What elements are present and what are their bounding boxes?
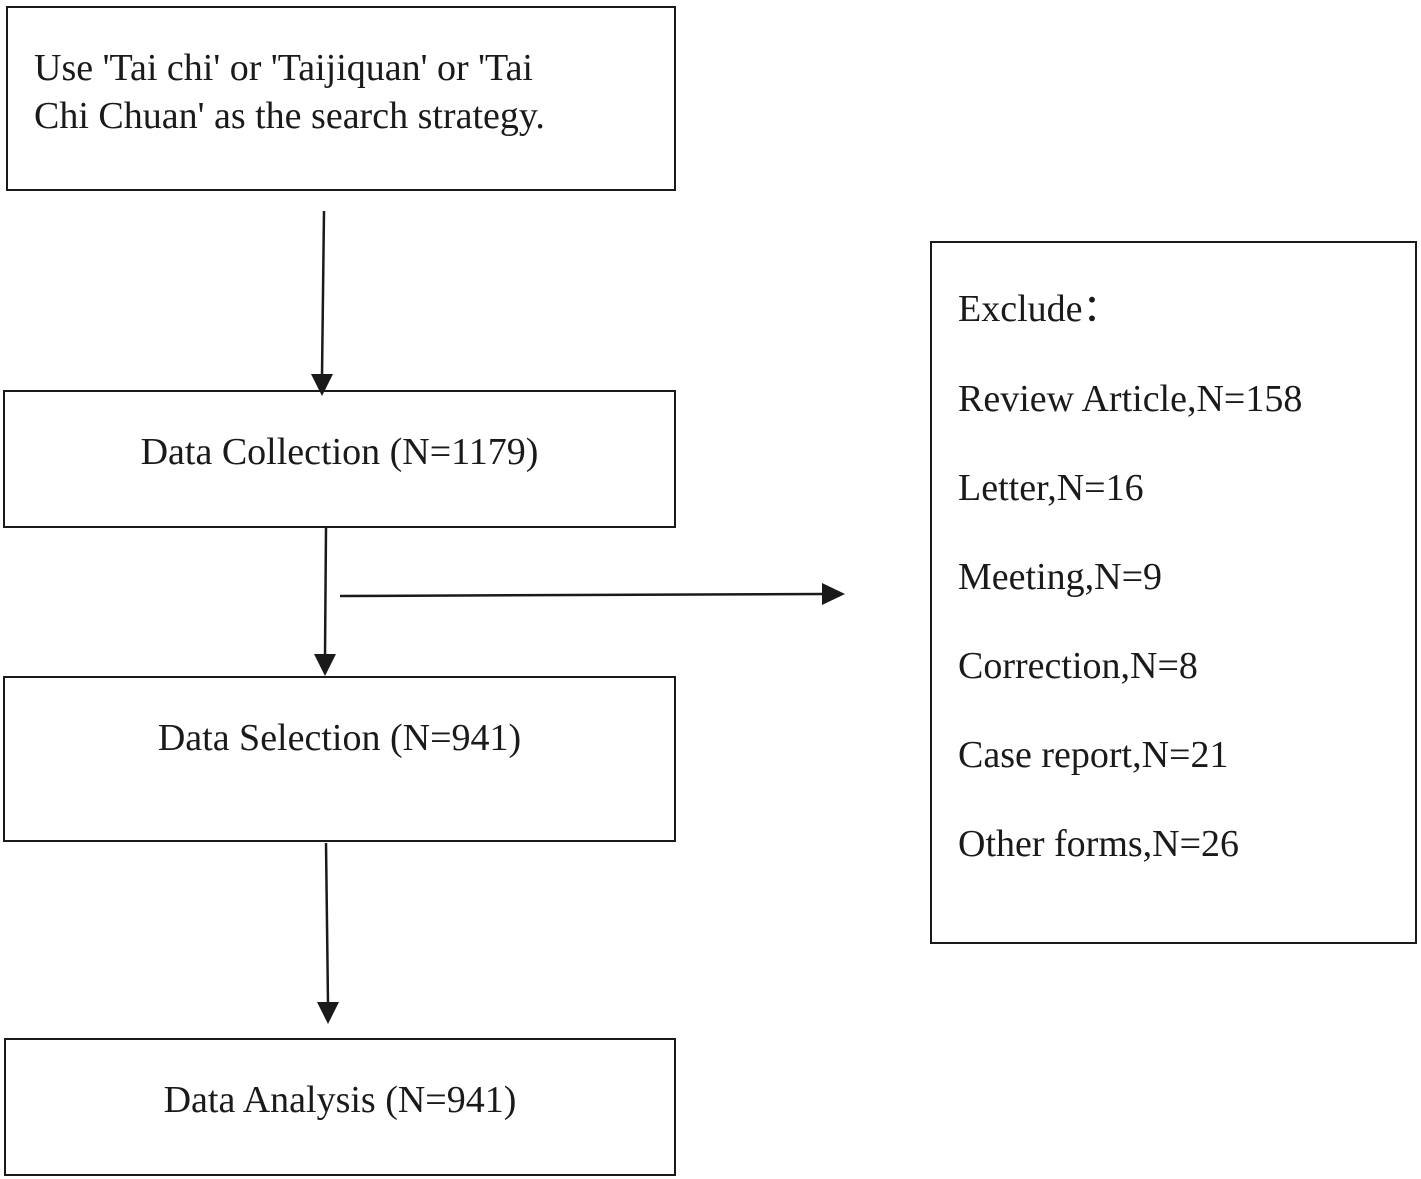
- arrowhead-collection: [311, 374, 333, 396]
- arrow-collection-to-selection: [323, 527, 328, 657]
- data-selection-label: Data Selection (N=941): [157, 717, 522, 759]
- arrowhead-exclusion: [822, 583, 845, 605]
- search-strategy-text: Use 'Tai chi' or 'Taijiquan' or 'Tai Chi…: [34, 44, 654, 140]
- data-collection-label: Data Collection (N=1179): [140, 431, 539, 473]
- search-strategy-line-2: Chi Chuan' as the search strategy.: [34, 95, 545, 137]
- data-collection-box: Data Collection (N=1179): [3, 390, 676, 528]
- arrowhead-selection: [314, 654, 336, 676]
- data-selection-box: Data Selection (N=941): [3, 676, 676, 842]
- data-analysis-box: Data Analysis (N=941): [4, 1038, 676, 1176]
- arrow-selection-to-analysis: [324, 842, 330, 1005]
- search-strategy-line-1: Use 'Tai chi' or 'Taijiquan' or 'Tai: [34, 47, 533, 89]
- data-analysis-label: Data Analysis (N=941): [163, 1079, 517, 1121]
- exclusion-item-letter: Letter,N=16: [958, 467, 1144, 509]
- exclusion-item-review-article: Review Article,N=158: [958, 378, 1303, 420]
- search-strategy-box: Use 'Tai chi' or 'Taijiquan' or 'Tai Chi…: [6, 6, 676, 191]
- arrow-to-exclusion: [339, 592, 825, 598]
- exclusion-item-other-forms: Other forms,N=26: [958, 823, 1240, 865]
- exclusion-item-correction: Correction,N=8: [958, 645, 1198, 687]
- arrow-search-to-collection: [320, 210, 326, 377]
- exclusion-box: Exclude： Review Article,N=158 Letter,N=1…: [930, 241, 1417, 944]
- exclusion-item-case-report: Case report,N=21: [958, 734, 1229, 776]
- arrowhead-analysis: [317, 1002, 339, 1024]
- exclusion-item-meeting: Meeting,N=9: [958, 556, 1163, 598]
- exclusion-heading: Exclude：: [958, 288, 1121, 330]
